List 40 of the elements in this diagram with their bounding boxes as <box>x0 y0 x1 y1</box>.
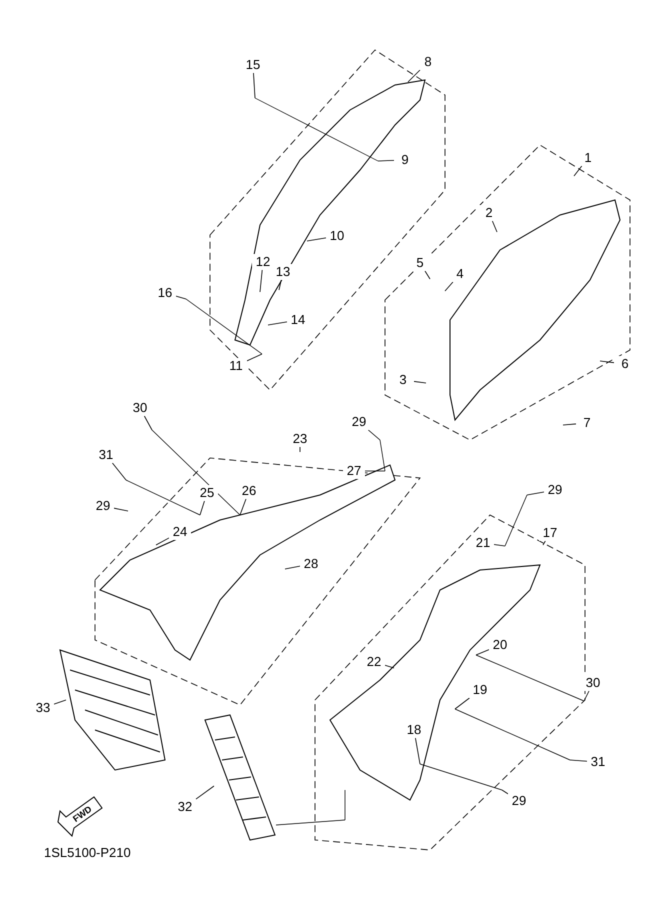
callout-number: 27 <box>343 463 365 479</box>
leader-line <box>260 270 263 292</box>
leader-line <box>54 700 66 705</box>
leader-line <box>492 220 498 232</box>
leader-line <box>570 760 588 762</box>
leader-line <box>240 498 246 516</box>
leader-line <box>414 381 426 384</box>
leader-line <box>200 500 205 516</box>
leader-line <box>415 738 420 764</box>
leader-line <box>476 649 490 656</box>
leader-line <box>378 160 394 162</box>
leader-line <box>196 786 214 800</box>
callout-number: 24 <box>169 524 191 540</box>
leader-line <box>494 544 506 546</box>
leader-line <box>114 508 128 512</box>
leader-line <box>574 166 582 176</box>
leader-line <box>368 430 380 440</box>
leader-line <box>246 354 262 362</box>
leader-line <box>364 470 386 472</box>
leader-line <box>112 462 126 480</box>
leader-line <box>408 70 420 82</box>
leader-line <box>584 690 590 702</box>
leader-line <box>502 790 508 794</box>
leader-line <box>526 492 544 496</box>
leader-line <box>600 360 614 364</box>
leader-line <box>253 72 256 98</box>
leader-line <box>284 566 300 570</box>
leader-line <box>144 416 152 430</box>
leader-line <box>562 424 576 426</box>
leader-line <box>444 282 454 292</box>
leader-line <box>278 280 282 290</box>
leader-line <box>176 296 186 300</box>
leader-line <box>306 237 326 242</box>
leader-line <box>542 540 546 546</box>
leader-line <box>424 270 430 280</box>
leader-line <box>384 664 394 668</box>
leader-line <box>156 538 170 546</box>
leader-line <box>268 321 288 326</box>
part-code: 1SL5100-P210 <box>44 845 131 860</box>
leader-line <box>454 698 470 710</box>
